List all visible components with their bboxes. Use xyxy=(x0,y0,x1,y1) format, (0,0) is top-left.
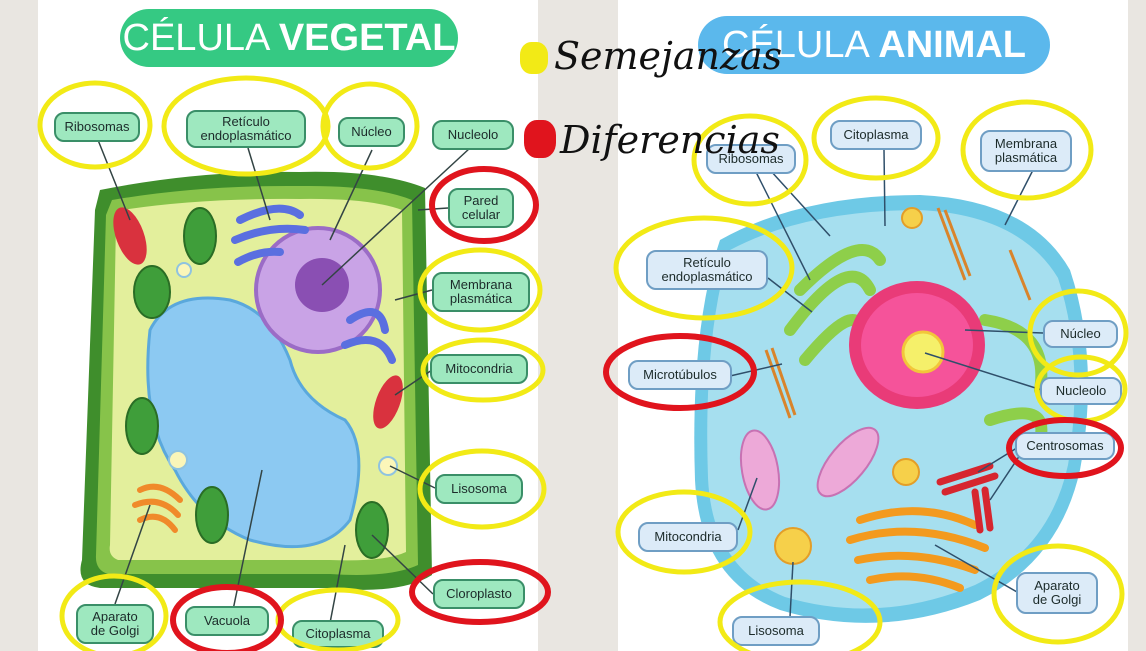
similarities-label: Semejanzas xyxy=(554,34,782,78)
similarities-swatch xyxy=(520,42,548,74)
difference-circles xyxy=(173,169,1121,651)
differences-label: Diferencias xyxy=(560,118,780,162)
similarity-circles xyxy=(40,78,1126,651)
differences-swatch xyxy=(524,120,556,158)
